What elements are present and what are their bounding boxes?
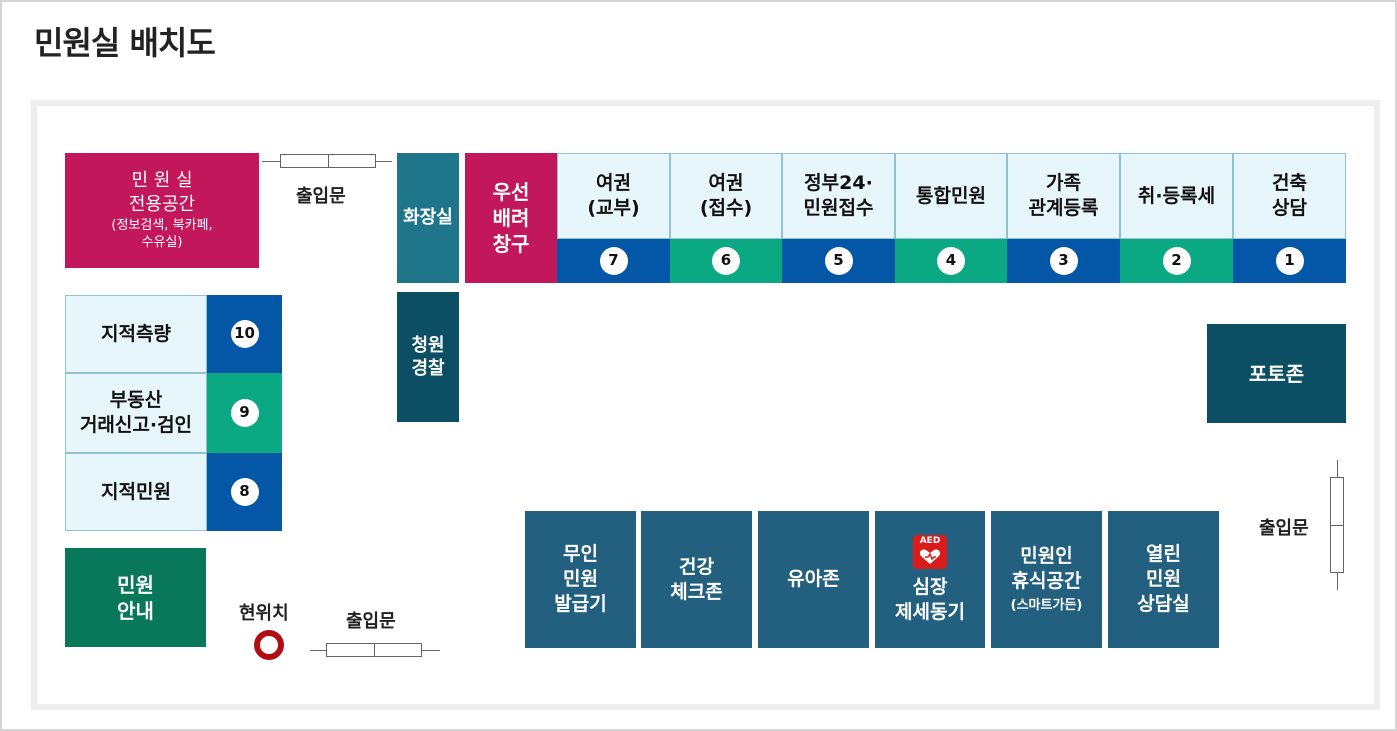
counter-3-number: 3 <box>1049 247 1078 275</box>
counter-5-number-bar: 5 <box>782 239 895 283</box>
photo-zone[interactable]: 포토존 <box>1207 324 1346 423</box>
counter-6-number-bar: 6 <box>670 239 782 283</box>
counter-7[interactable]: 여권 (교부) <box>557 153 670 239</box>
current-position-marker <box>254 630 284 660</box>
kids-zone-label: 유아존 <box>787 568 840 591</box>
exclusive-space-sub: (정보검색, 북카페, 수유실) <box>111 218 213 250</box>
counter-4-label: 통합민원 <box>916 184 986 207</box>
health-check-zone[interactable]: 건강 체크존 <box>641 511 752 648</box>
info-desk-label: 민원 안내 <box>117 572 154 623</box>
counter-2-label: 취·등록세 <box>1137 184 1216 207</box>
counter-10-number: 10 <box>230 320 259 348</box>
counter-10[interactable]: 지적측량 <box>65 295 207 373</box>
priority-counter-label: 우선 배려 창구 <box>492 180 530 256</box>
counter-7-number: 7 <box>599 247 628 275</box>
counter-7-number-bar: 7 <box>557 239 670 283</box>
police-desk-label: 청원 경찰 <box>411 334 445 379</box>
counter-8-number: 8 <box>230 478 259 506</box>
entrance-right-label: 출입문 <box>1259 518 1309 539</box>
info-desk[interactable]: 민원 안내 <box>65 548 206 647</box>
counter-1[interactable]: 건축 상담 <box>1233 153 1346 239</box>
counter-1-number: 1 <box>1275 247 1304 275</box>
counter-5-label: 정부24· 민원접수 <box>803 172 874 219</box>
page-title: 민원실 배치도 <box>34 24 216 62</box>
counter-3[interactable]: 가족 관계등록 <box>1007 153 1120 239</box>
counter-10-label: 지적측량 <box>101 322 171 345</box>
counter-9-number: 9 <box>230 399 259 427</box>
health-check-zone-label: 건강 체크존 <box>670 555 723 603</box>
kids-zone[interactable]: 유아존 <box>758 511 869 648</box>
entrance-bottom-door <box>326 643 422 657</box>
police-desk[interactable]: 청원 경찰 <box>397 292 459 422</box>
counter-2-number: 2 <box>1162 247 1191 275</box>
aed-room[interactable]: AED 심장 제세동기 <box>875 511 985 648</box>
counter-8-label: 지적민원 <box>101 480 171 503</box>
rest-area[interactable]: 민원인 휴식공간 (스마트가든) <box>991 511 1102 648</box>
photo-zone-label: 포토존 <box>1248 361 1305 386</box>
counter-8-number-bar: 8 <box>207 453 282 531</box>
counseling-room-label: 열린 민원 상담실 <box>1137 543 1190 615</box>
restroom-label: 화장실 <box>403 207 453 229</box>
kiosk-room-label: 무인 민원 발급기 <box>554 543 607 615</box>
counter-9[interactable]: 부동산 거래신고·검인 <box>65 373 207 453</box>
heart-icon <box>919 548 941 564</box>
counter-10-number-bar: 10 <box>207 295 282 373</box>
counter-4-number: 4 <box>937 247 965 275</box>
current-position-label: 현위치 <box>239 603 289 624</box>
counter-3-number-bar: 3 <box>1007 239 1120 283</box>
exclusive-space[interactable]: 민 원 실 전용공간 (정보검색, 북카페, 수유실) <box>65 153 259 268</box>
aed-icon: AED <box>913 534 947 569</box>
entrance-top-door <box>280 154 376 168</box>
counter-7-label: 여권 (교부) <box>587 172 640 219</box>
counter-4[interactable]: 통합민원 <box>895 153 1007 239</box>
restroom[interactable]: 화장실 <box>397 153 459 283</box>
counter-2-number-bar: 2 <box>1120 239 1233 283</box>
counter-4-number-bar: 4 <box>895 239 1007 283</box>
counter-8[interactable]: 지적민원 <box>65 453 207 531</box>
counter-5[interactable]: 정부24· 민원접수 <box>782 153 895 239</box>
counter-1-number-bar: 1 <box>1233 239 1346 283</box>
counter-3-label: 가족 관계등록 <box>1028 172 1099 219</box>
rest-area-label: 민원인 휴식공간 <box>1011 545 1082 593</box>
kiosk-room[interactable]: 무인 민원 발급기 <box>525 511 636 648</box>
counter-6[interactable]: 여권 (접수) <box>670 153 782 239</box>
exclusive-space-label: 민 원 실 전용공간 <box>128 170 196 215</box>
counter-9-label: 부동산 거래신고·검인 <box>79 389 193 436</box>
aed-icon-text: AED <box>919 535 941 546</box>
counter-5-number: 5 <box>824 247 853 275</box>
counter-9-number-bar: 9 <box>207 373 282 453</box>
entrance-bottom-label: 출입문 <box>346 611 396 632</box>
aed-room-label: 심장 제세동기 <box>895 575 965 623</box>
counter-6-number: 6 <box>712 247 740 275</box>
counter-6-label: 여권 (접수) <box>699 172 753 219</box>
counter-1-label: 건축 상담 <box>1272 172 1307 219</box>
entrance-right-door <box>1330 477 1344 573</box>
entrance-top-label: 출입문 <box>296 186 346 207</box>
rest-area-sub: (스마트가든) <box>1010 597 1083 613</box>
counter-2[interactable]: 취·등록세 <box>1120 153 1233 239</box>
counseling-room[interactable]: 열린 민원 상담실 <box>1108 511 1219 648</box>
priority-counter[interactable]: 우선 배려 창구 <box>465 153 557 283</box>
